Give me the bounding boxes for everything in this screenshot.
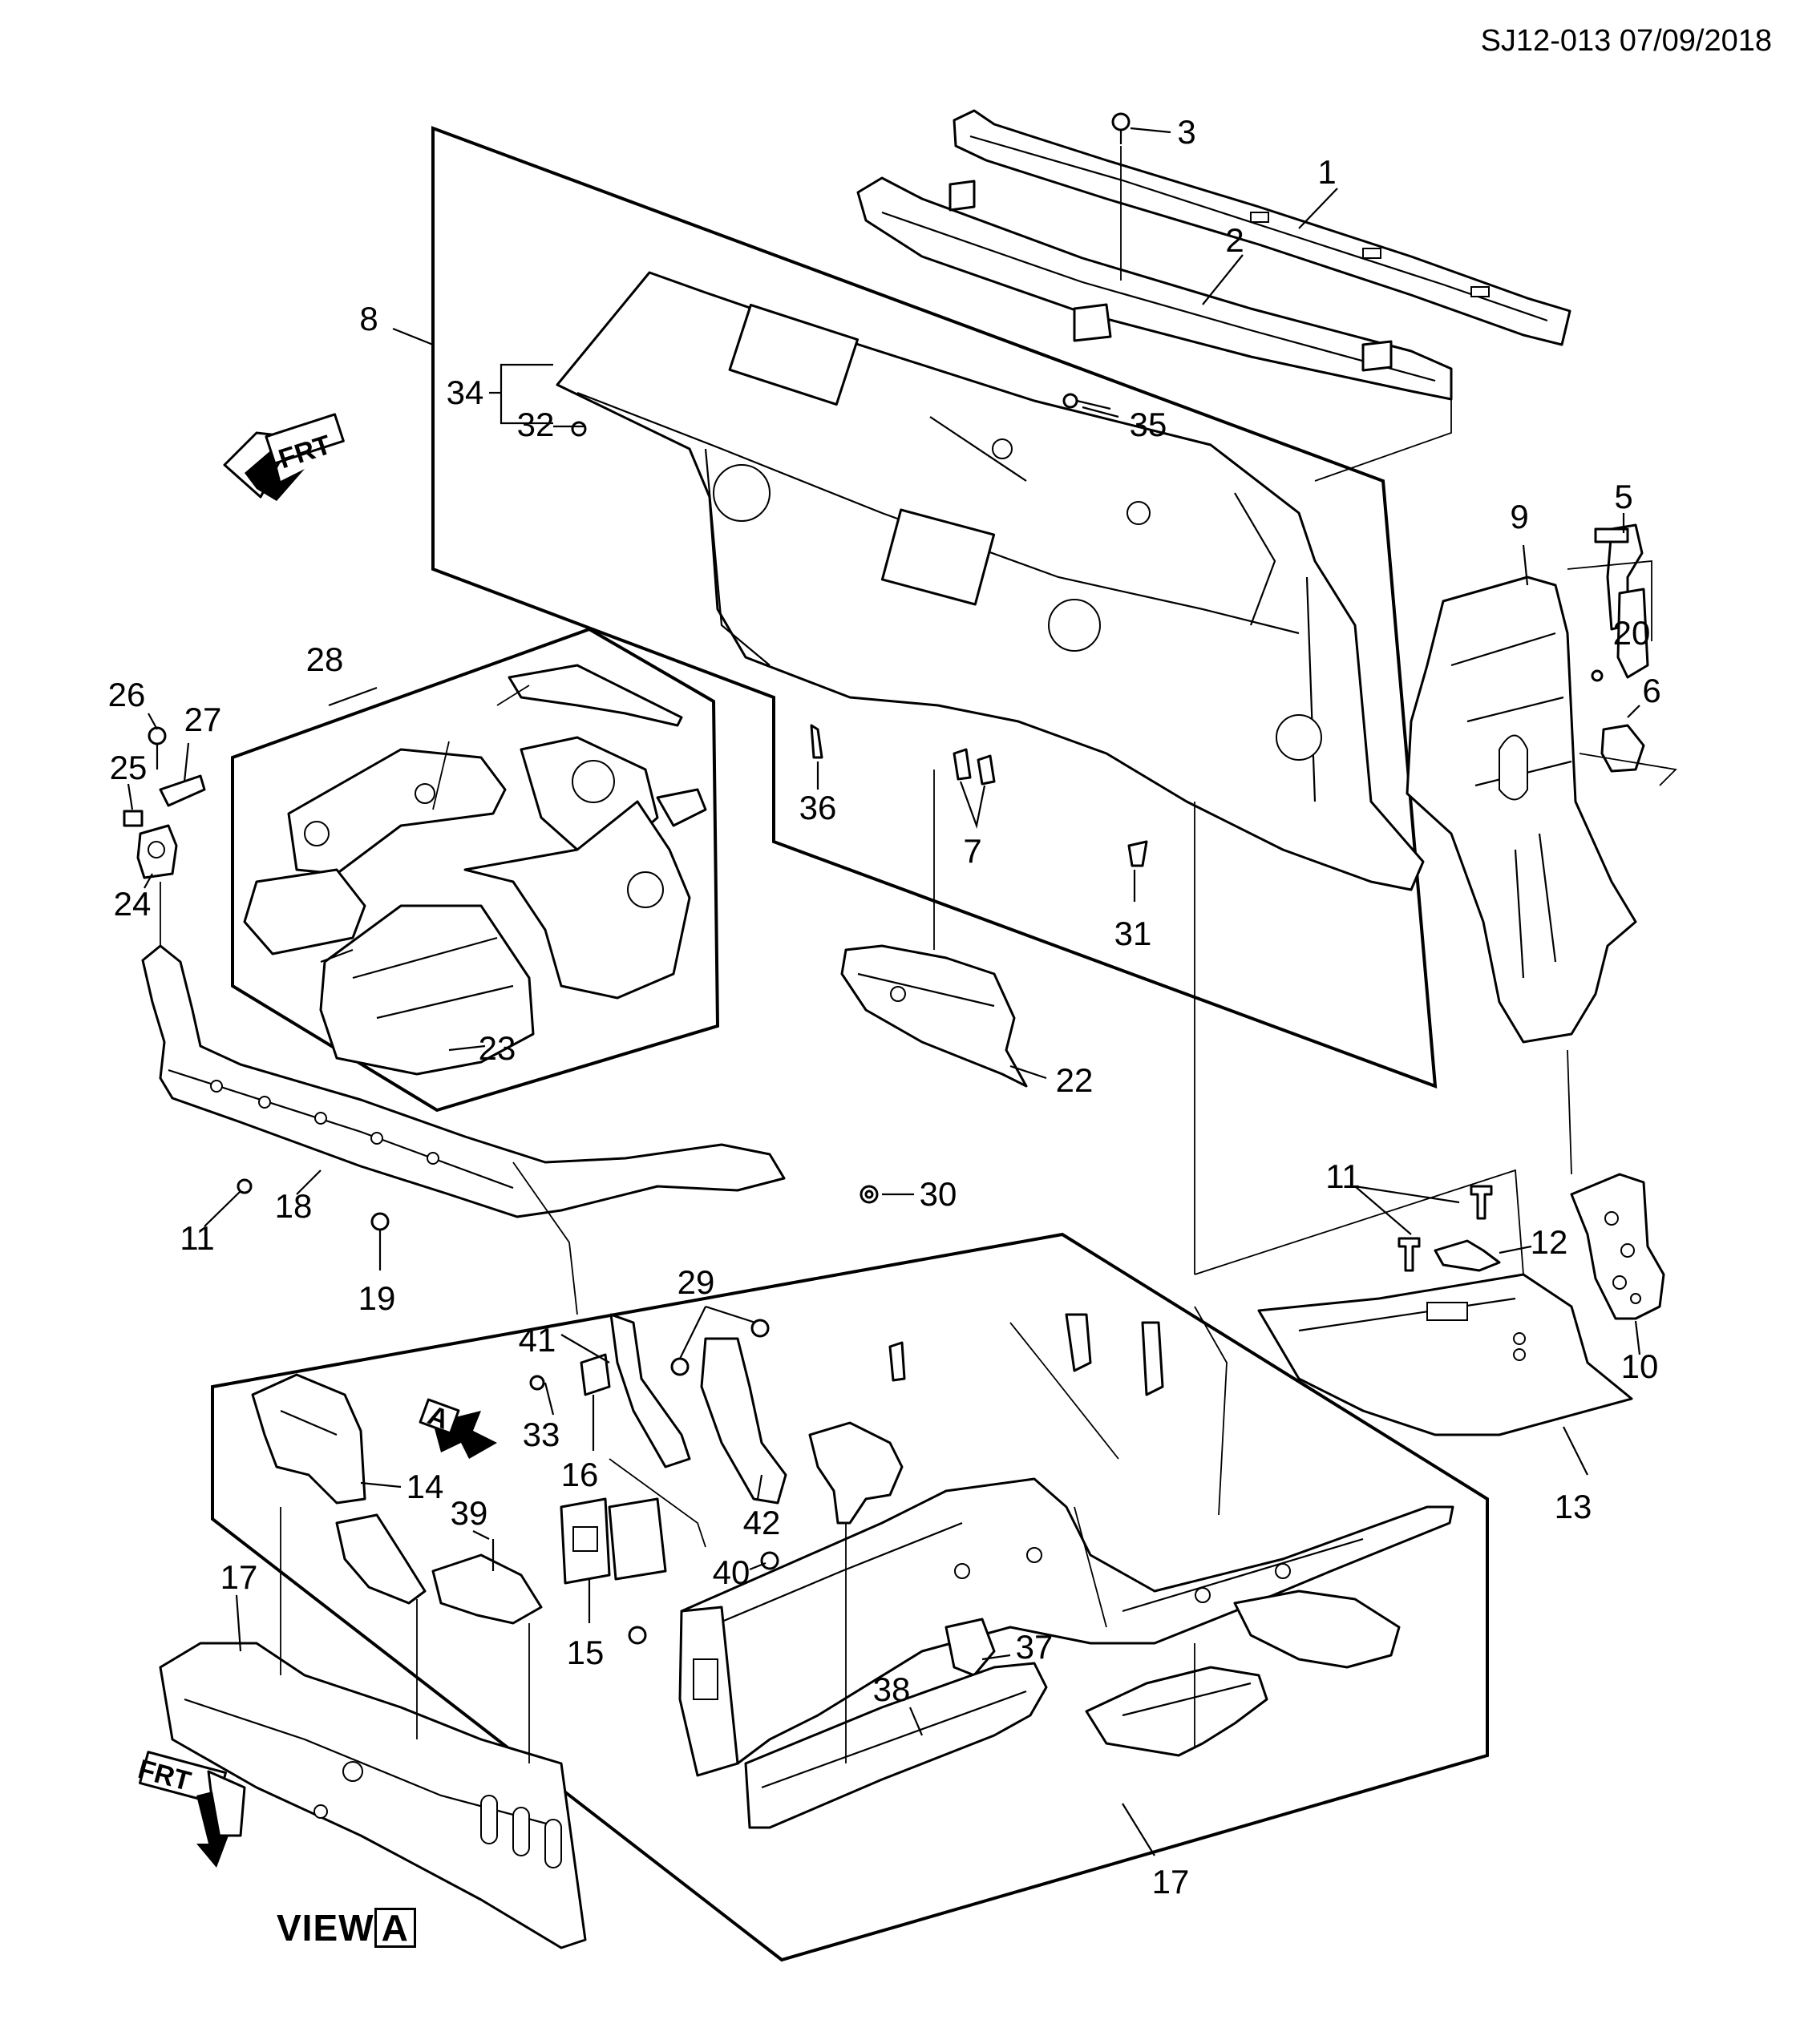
part-33-bolt xyxy=(529,1375,545,1391)
view-label-text: VIEW xyxy=(277,1907,374,1949)
callout-9: 9 xyxy=(1510,498,1529,535)
part-extension-right xyxy=(1085,1590,1401,1757)
callout-34: 34 xyxy=(446,374,484,411)
callout-33: 33 xyxy=(522,1416,560,1453)
callout-8: 8 xyxy=(359,300,378,337)
callout-14: 14 xyxy=(406,1468,444,1505)
callout-17-view: 17 xyxy=(220,1558,258,1596)
callout-11-right: 11 xyxy=(1325,1157,1361,1195)
part-28-strut-tower-assembly xyxy=(243,664,707,1076)
part-10-reinforcement xyxy=(1570,1173,1665,1320)
part-9-hinge-pillar-panel xyxy=(1406,576,1637,1044)
frt-text-lower: FRT xyxy=(135,1754,194,1797)
callout-5: 5 xyxy=(1614,478,1633,515)
part-18-upper-rail xyxy=(141,944,786,1218)
callout-35: 35 xyxy=(1129,406,1167,443)
callout-40: 40 xyxy=(712,1553,750,1591)
callout-27: 27 xyxy=(184,701,222,738)
callout-39: 39 xyxy=(450,1494,488,1532)
part-25-nut xyxy=(123,810,144,827)
part-11-nut-left xyxy=(237,1178,253,1194)
part-27-bracket xyxy=(159,774,206,807)
callout-32: 32 xyxy=(516,406,555,443)
callout-13: 13 xyxy=(1554,1488,1592,1525)
part-11-bolt-right xyxy=(1397,1185,1493,1272)
part-24-mount-bracket xyxy=(136,824,178,879)
part-37-bracket xyxy=(944,1618,996,1677)
alignment-lines xyxy=(160,146,1677,1763)
part-31-clip xyxy=(1127,840,1148,867)
callout-22: 22 xyxy=(1055,1061,1094,1099)
part-20-bracket xyxy=(1591,588,1649,682)
view-a-rail-detail xyxy=(159,1642,587,1949)
part-41-bracket xyxy=(609,1313,691,1468)
part-32-nut xyxy=(571,421,587,437)
part-14-bracket xyxy=(251,1373,366,1505)
callout-31: 31 xyxy=(1114,915,1152,952)
callout-10: 10 xyxy=(1620,1347,1659,1385)
dash-panel-group-frame xyxy=(431,126,1438,1089)
callout-29: 29 xyxy=(677,1263,715,1301)
callout-19: 19 xyxy=(358,1279,396,1317)
strut-tower-group-frame xyxy=(231,627,720,1113)
callout-7: 7 xyxy=(963,832,982,870)
callout-25: 25 xyxy=(109,749,148,786)
part-2-plenum-lower-bar xyxy=(856,176,1453,401)
callout-41: 41 xyxy=(518,1321,556,1359)
document-code: SJ12-013 07/09/2018 xyxy=(1480,24,1772,58)
part-6-clip xyxy=(1600,724,1645,773)
callout-20: 20 xyxy=(1612,614,1651,652)
part-15-plate xyxy=(560,1497,667,1585)
callout-3: 3 xyxy=(1177,113,1196,151)
part-19-bolt xyxy=(370,1212,390,1231)
view-a-direction-arrow: A xyxy=(419,1398,497,1459)
callout-30: 30 xyxy=(919,1175,957,1213)
front-direction-arrow-upper: FRT xyxy=(223,413,345,501)
part-36-clip xyxy=(810,724,823,759)
part-35-pin xyxy=(1062,393,1111,410)
callout-16: 16 xyxy=(560,1456,599,1493)
callout-12: 12 xyxy=(1530,1223,1568,1261)
part-bracket-center xyxy=(808,1421,904,1525)
callout-37: 37 xyxy=(1015,1628,1054,1666)
callout-1: 1 xyxy=(1317,153,1337,191)
part-40-nut xyxy=(760,1551,779,1570)
callout-2: 2 xyxy=(1225,221,1244,259)
callout-17-box: 17 xyxy=(1151,1863,1190,1901)
part-26-bolt xyxy=(148,726,167,770)
part-42-bracket xyxy=(700,1337,787,1505)
callout-38: 38 xyxy=(872,1670,911,1708)
callout-36: 36 xyxy=(799,789,837,826)
part-13-floor-panel xyxy=(1257,1273,1633,1436)
part-30-nut xyxy=(860,1185,879,1204)
callout-15: 15 xyxy=(566,1634,605,1671)
callout-6: 6 xyxy=(1642,672,1661,709)
part-12-clip xyxy=(1434,1239,1501,1272)
view-id-box: A xyxy=(374,1908,416,1948)
leader-lines xyxy=(127,127,1641,1856)
part-front-rail-main xyxy=(678,1477,1454,1777)
callout-24: 24 xyxy=(113,885,152,923)
part-3-bolt xyxy=(1111,112,1131,144)
callout-11-left: 11 xyxy=(180,1219,215,1257)
part-7-clips xyxy=(953,748,996,786)
part-38-lower-rail xyxy=(744,1662,1048,1829)
callout-42: 42 xyxy=(742,1504,781,1541)
part-8-dash-panel xyxy=(556,271,1425,891)
part-39-bracket xyxy=(335,1513,543,1625)
callout-26: 26 xyxy=(107,676,146,713)
callout-18: 18 xyxy=(274,1187,313,1225)
part-16-bracket xyxy=(580,1353,611,1396)
front-rail-group-frame xyxy=(211,1232,1489,1962)
misc-hardware xyxy=(628,1313,1164,1645)
part-22-bracket xyxy=(840,944,1028,1088)
callout-28: 28 xyxy=(305,640,344,678)
callout-23: 23 xyxy=(478,1029,516,1067)
part-1-plenum-upper-bar xyxy=(953,109,1571,346)
